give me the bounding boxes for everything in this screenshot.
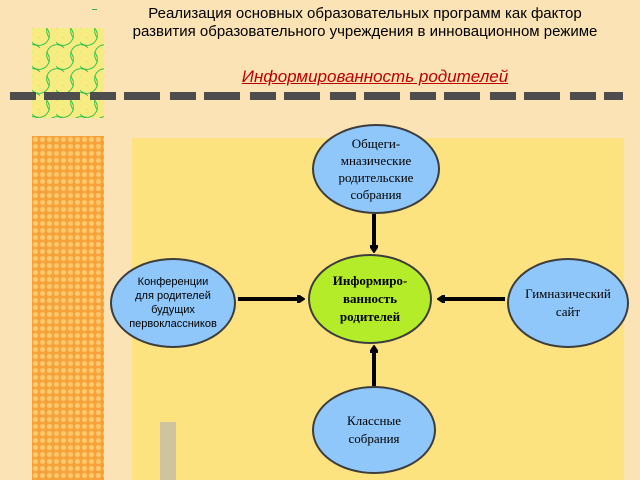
node-gymnasium-website: Гимназический сайт [507,258,629,348]
node-center-label: Информиро- ванность родителей [332,273,408,324]
node-parent-awareness: Информиро- ванность родителей [308,254,432,344]
node-general-parent-meetings: Общеги- мназические родительские собрани… [312,124,440,214]
slide-subtitle: Информированность родителей [241,67,509,86]
node-right-label: Гимназический сайт [525,286,611,319]
node-left-label: Конференции для родителей будущих первок… [129,276,217,330]
node-top-label: Общеги- мназические родительские собрани… [338,136,414,202]
circles-pattern-tile [32,28,104,118]
dashed-divider [10,92,623,100]
decorative-tick [92,9,97,10]
slide-title: Реализация основных образовательных прог… [132,5,598,40]
orange-pattern-strip [32,136,104,480]
node-bottom-label: Классные собрания [347,413,401,446]
node-class-meetings: Классные собрания [312,386,436,474]
node-first-graders-conferences: Конференции для родителей будущих первок… [110,258,236,348]
decorative-post [160,422,176,480]
